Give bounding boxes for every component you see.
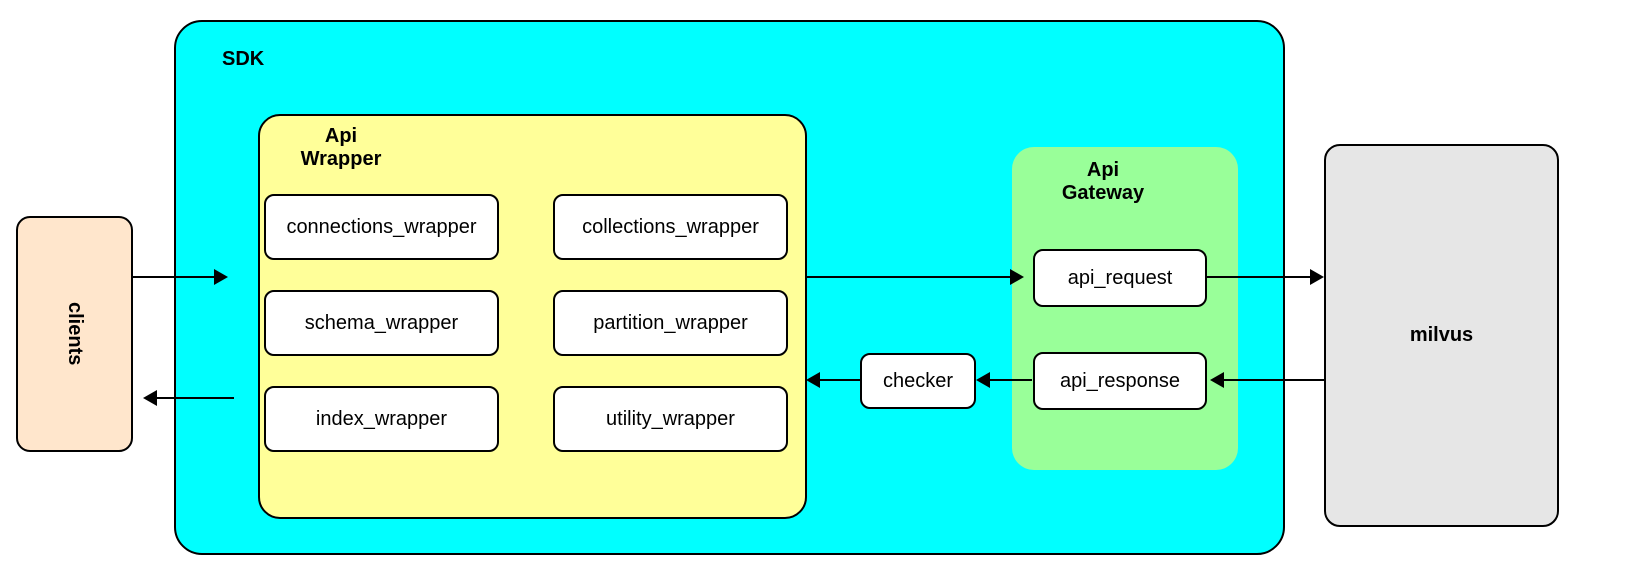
node-api-response-label: api_response: [1059, 369, 1181, 392]
connector-api-request-to-milvus: [1206, 276, 1316, 278]
node-schema-wrapper-label: schema_wrapper: [304, 311, 459, 334]
node-milvus-label: milvus: [1409, 324, 1474, 346]
arrowhead-api-request-to-milvus: [1310, 269, 1324, 285]
arrowhead-milvus-to-api-response: [1210, 372, 1224, 388]
arrowhead-api-wrapper-to-api-request: [1010, 269, 1024, 285]
connector-checker-to-api-wrapper: [816, 379, 860, 381]
arrowhead-api-wrapper-to-clients: [143, 390, 157, 406]
container-sdk-label: SDK: [222, 48, 265, 70]
node-api-request-label: api_request: [1067, 266, 1173, 289]
connector-milvus-to-api-response: [1218, 379, 1326, 381]
node-index-wrapper-label: index_wrapper: [315, 407, 448, 430]
arrowhead-clients-to-api-wrapper: [214, 269, 228, 285]
node-connections-wrapper[interactable]: connections_wrapper: [264, 194, 499, 260]
node-clients-label: clients: [64, 302, 86, 366]
connector-api-response-to-checker: [984, 379, 1032, 381]
node-milvus[interactable]: milvus: [1324, 144, 1559, 527]
node-checker-label: checker: [882, 369, 954, 392]
arrowhead-api-response-to-checker: [976, 372, 990, 388]
arrowhead-checker-to-api-wrapper: [806, 372, 820, 388]
connector-api-wrapper-to-clients: [156, 397, 234, 399]
node-api-response[interactable]: api_response: [1033, 352, 1207, 410]
node-collections-wrapper[interactable]: collections_wrapper: [553, 194, 788, 260]
container-api-gateway[interactable]: Api Gateway: [1012, 147, 1238, 470]
node-connections-wrapper-label: connections_wrapper: [286, 215, 477, 238]
node-schema-wrapper[interactable]: schema_wrapper: [264, 290, 499, 356]
connector-clients-to-api-wrapper: [133, 276, 223, 278]
node-index-wrapper[interactable]: index_wrapper: [264, 386, 499, 452]
node-collections-wrapper-label: collections_wrapper: [582, 215, 759, 238]
node-partition-wrapper[interactable]: partition_wrapper: [553, 290, 788, 356]
node-api-request[interactable]: api_request: [1033, 249, 1207, 307]
node-utility-wrapper-label: utility_wrapper: [606, 407, 735, 430]
container-api-wrapper-label: Api Wrapper: [300, 125, 382, 171]
node-partition-wrapper-label: partition_wrapper: [593, 311, 748, 334]
node-utility-wrapper[interactable]: utility_wrapper: [553, 386, 788, 452]
container-api-gateway-label: Api Gateway: [1061, 159, 1145, 205]
node-clients[interactable]: clients: [16, 216, 133, 452]
node-checker[interactable]: checker: [860, 353, 976, 409]
connector-api-wrapper-to-api-request: [806, 276, 1018, 278]
